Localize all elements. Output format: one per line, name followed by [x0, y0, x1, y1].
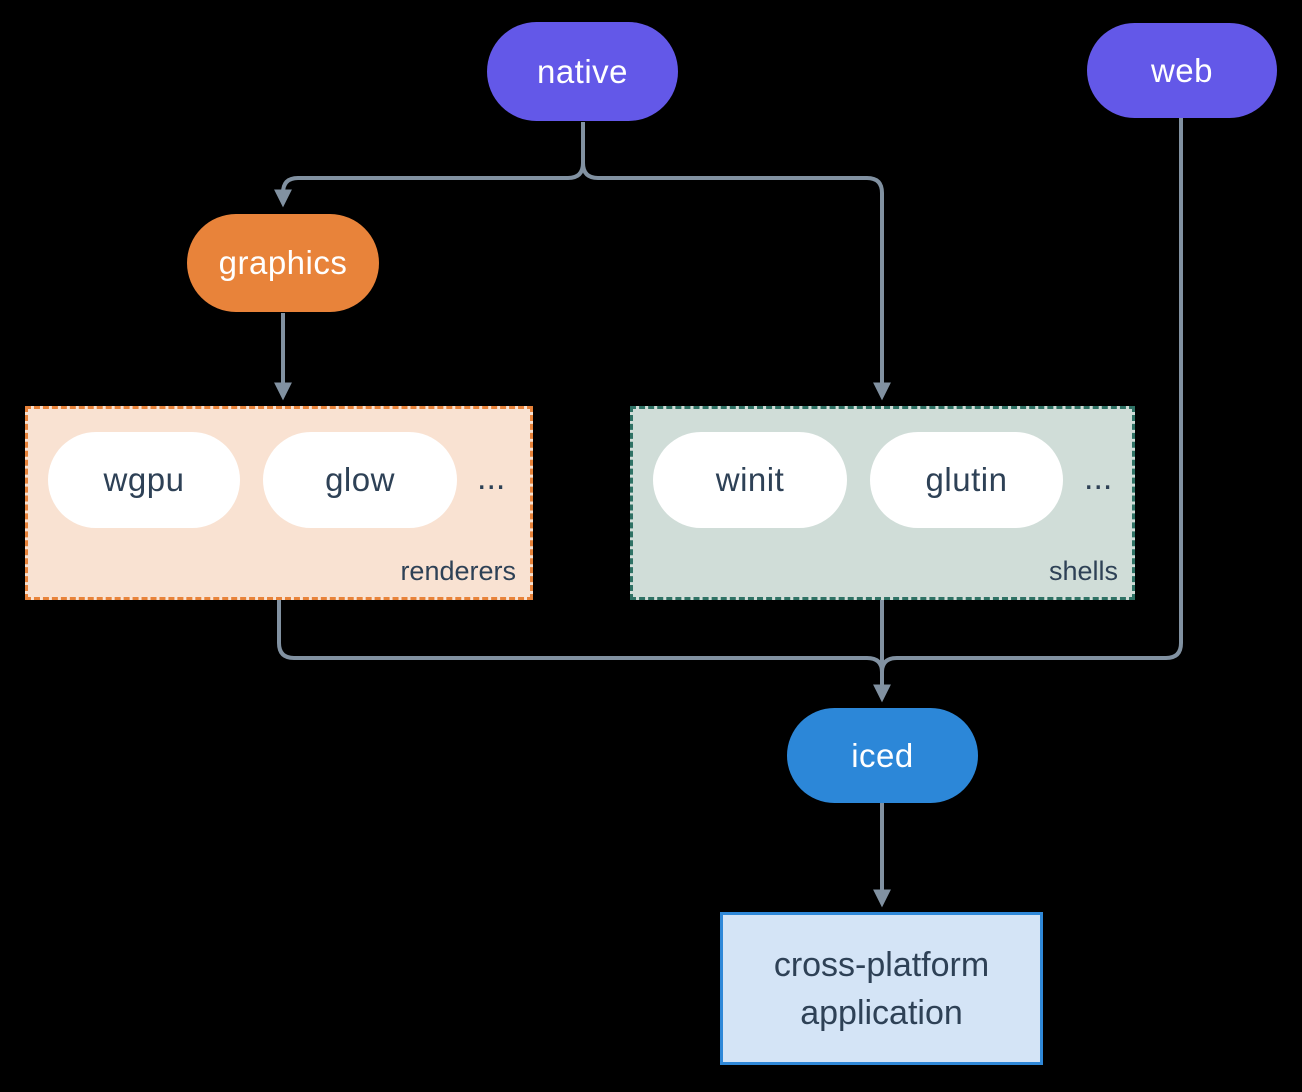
edge-native-to-shells	[581, 162, 891, 401]
application-label-line1: cross-platform	[773, 945, 990, 984]
application-label-line2: application	[800, 993, 963, 1032]
node-graphics-label: graphics	[218, 244, 348, 281]
group-shells-label: shells	[1048, 556, 1118, 586]
node-winit-label: winit	[715, 461, 785, 498]
node-wgpu-label: wgpu	[103, 461, 185, 498]
group-renderers-label: renderers	[400, 556, 516, 586]
node-graphics: graphics	[187, 214, 379, 312]
edge-native-to-graphics	[274, 122, 585, 208]
node-glow: glow	[263, 432, 457, 528]
node-iced-label: iced	[851, 736, 914, 774]
node-glow-label: glow	[325, 461, 395, 498]
node-cross-platform-application: cross-platform application	[720, 912, 1043, 1065]
node-native: native	[487, 22, 678, 121]
node-glutin-label: glutin	[925, 461, 1008, 498]
node-iced: iced	[787, 708, 978, 803]
node-web: web	[1087, 23, 1277, 118]
node-winit: winit	[653, 432, 847, 528]
node-web-label: web	[1150, 51, 1214, 89]
renderers-ellipsis: ...	[477, 459, 506, 497]
edge-renderers-to-iced	[277, 600, 884, 673]
node-native-label: native	[536, 52, 629, 90]
node-glutin: glutin	[870, 432, 1063, 528]
shells-ellipsis: ...	[1084, 459, 1113, 497]
node-wgpu: wgpu	[48, 432, 240, 528]
